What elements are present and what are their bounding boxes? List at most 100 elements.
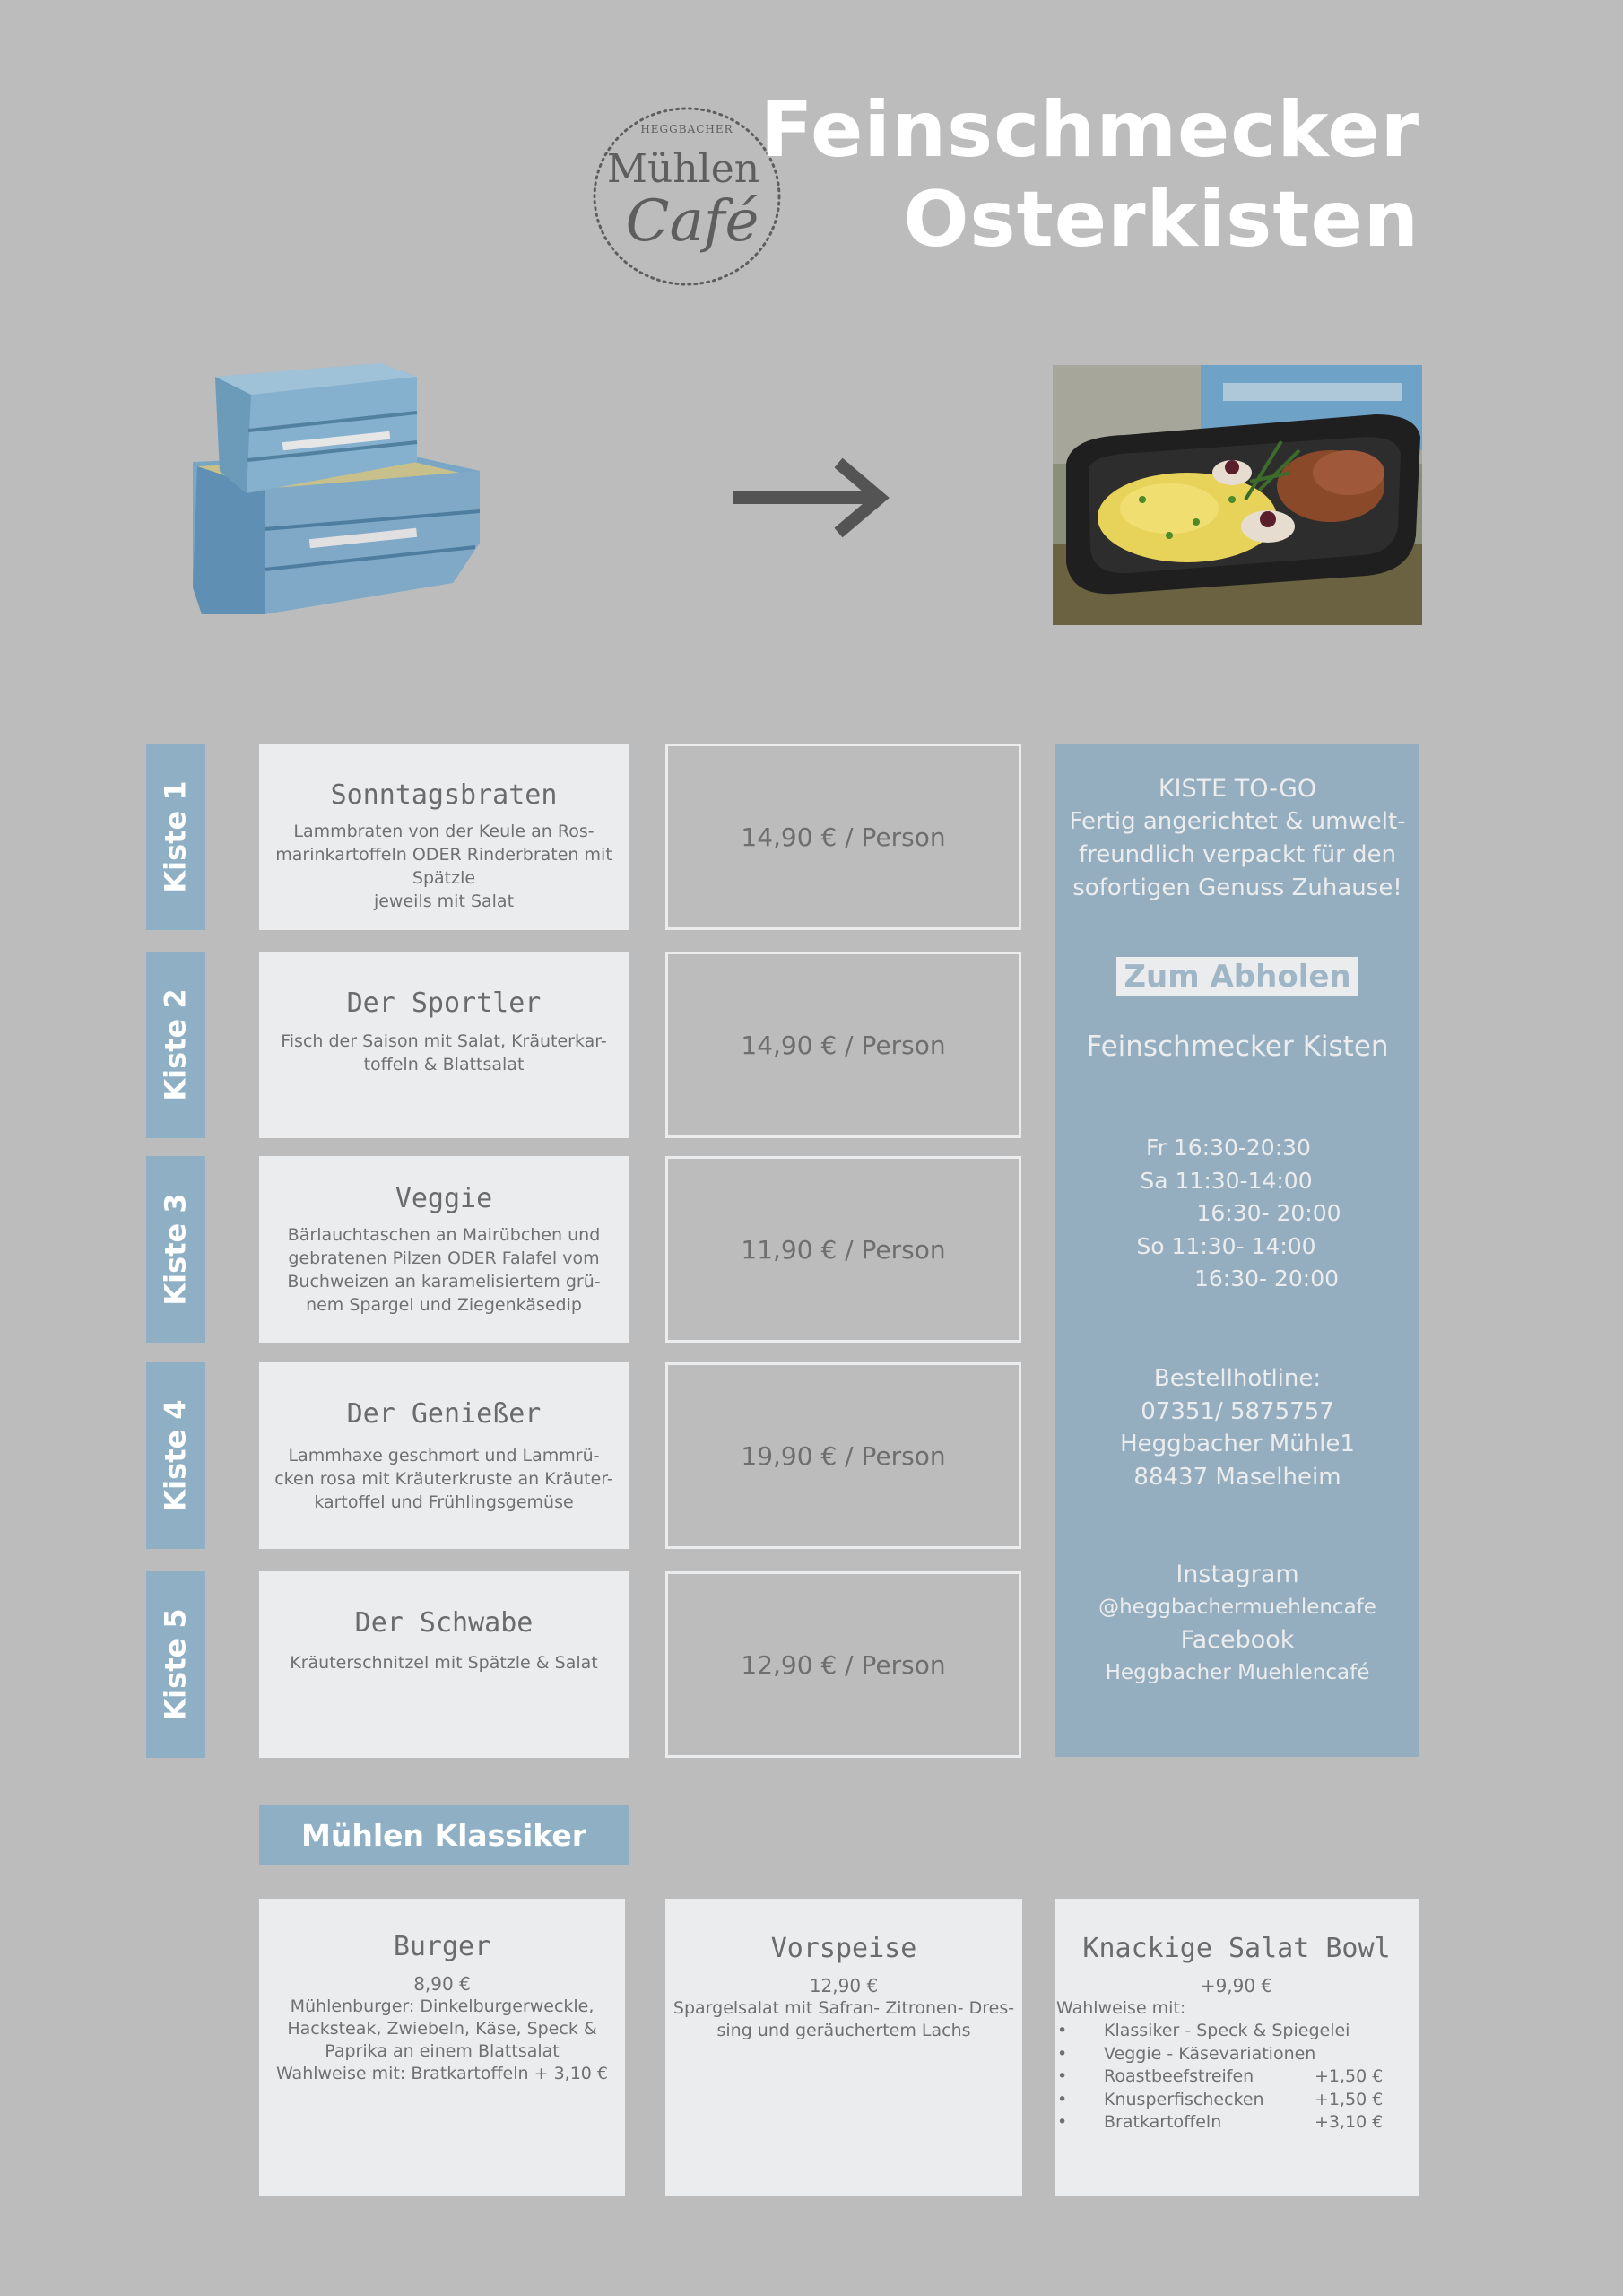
togo-line: Fertig angerichtet & umwelt- <box>1069 808 1406 835</box>
burger-price: 8,90 € <box>413 1973 471 1995</box>
salat-bowl-box: Knackige Salat Bowl +9,90 € Wahlweise mi… <box>1055 1899 1419 2196</box>
info-panel: KISTE TO-GO Fertig angerichtet & umwelt-… <box>1055 744 1419 1757</box>
salat-bowl-price: +9,90 € <box>1200 1975 1273 1996</box>
salat-option: Veggie - Käsevariationen <box>1055 2043 1419 2066</box>
kiste-4-price: 19,90 € / Person <box>665 1362 1021 1549</box>
kiste-2-label: Kiste 2 <box>159 988 193 1101</box>
kiste-4-description: Der Genießer Lammhaxe geschmort und Lamm… <box>259 1362 629 1549</box>
kiste-5-description: Der Schwabe Kräuterschnitzel mit Spätzle… <box>259 1571 629 1758</box>
kiste-1-price-text: 14,90 € / Person <box>741 822 946 852</box>
kiste-4-name: Der Genießer <box>346 1398 542 1430</box>
pickup-badge: Zum Abholen <box>1116 957 1358 996</box>
logo-line2: Café <box>626 188 759 255</box>
burger-name: Burger <box>393 1931 491 1962</box>
vorspeise-box: Vorspeise 12,90 € Spargelsalat mit Safra… <box>665 1899 1022 2196</box>
kiste-1-label: Kiste 1 <box>159 780 193 893</box>
kiste-1-price: 14,90 € / Person <box>665 744 1021 930</box>
city-address: 88437 Maselheim <box>1133 1463 1341 1491</box>
vorspeise-name: Vorspeise <box>770 1933 917 1964</box>
street-address: Heggbacher Mühle1 <box>1120 1431 1355 1457</box>
instagram-label: Instagram <box>1176 1561 1299 1588</box>
kiste-3-line: Bärlauchtaschen an Mairübchen und <box>287 1225 601 1245</box>
opening-hours: Fr 16:30-20:30 Sa 11:30-14:00 16:30- 20:… <box>1055 1132 1419 1296</box>
kiste-3-name: Veggie <box>395 1183 493 1214</box>
salat-option: Klassiker - Speck & Spiegelei <box>1055 2020 1419 2043</box>
salat-option: Bratkartoffeln +3,10 € <box>1055 2111 1419 2135</box>
salat-option-label: Klassiker - Speck & Spiegelei <box>1104 2021 1350 2040</box>
kiste-3-label: Kiste 3 <box>159 1193 193 1306</box>
kiste-2-line: Fisch der Saison mit Salat, Kräuterkar- <box>281 1031 607 1051</box>
burger-line: Hacksteak, Zwiebeln, Käse, Speck & <box>287 2019 597 2039</box>
logo-top-text: HEGGBACHER <box>640 123 733 135</box>
burger-box: Burger 8,90 € Mühlenburger: Dinkelburger… <box>259 1899 625 2196</box>
kiste-4-price-text: 19,90 € / Person <box>741 1440 946 1471</box>
kiste-3-line: gebratenen Pilzen ODER Falafel vom <box>288 1248 600 1268</box>
social-block: Instagram @heggbachermuehlencafe Faceboo… <box>1055 1558 1419 1689</box>
salat-bowl-options: Klassiker - Speck & Spiegelei Veggie - K… <box>1055 2020 1419 2135</box>
arrow-right-icon <box>733 457 890 538</box>
contact-block: Bestellhotline: 07351/ 5875757 Heggbache… <box>1055 1362 1419 1493</box>
kiste-1-name: Sonntagsbraten <box>330 779 558 811</box>
vorspeise-price: 12,90 € <box>809 1975 879 1996</box>
salat-option: Knusperfischecken +1,50 € <box>1055 2089 1419 2112</box>
hours-line: 16:30- 20:00 <box>1193 1265 1340 1292</box>
kiste-3-line: nem Spargel und Ziegenkäsedip <box>306 1295 582 1315</box>
facebook-label: Facebook <box>1180 1626 1295 1654</box>
kiste-5-price-text: 12,90 € / Person <box>741 1649 946 1680</box>
kiste-1-line: Lammbraten von der Keule an Ros- <box>293 822 595 841</box>
title-line-2: Osterkisten <box>903 175 1419 265</box>
kiste-2-price: 14,90 € / Person <box>665 952 1021 1138</box>
salat-option-label: Knusperfischecken <box>1104 2089 1264 2109</box>
kiste-2-price-text: 14,90 € / Person <box>741 1030 946 1060</box>
kiste-5-name: Der Schwabe <box>354 1607 534 1639</box>
kiste-5-label: Kiste 5 <box>159 1608 193 1721</box>
kiste-4-line: Lammhaxe geschmort und Lammrü- <box>288 1446 600 1465</box>
hours-line: So 11:30- 14:00 <box>1136 1232 1316 1259</box>
kiste-4-tab: Kiste 4 <box>146 1362 205 1549</box>
food-dish-image <box>1053 365 1422 625</box>
vorspeise-line: sing und geräuchertem Lachs <box>716 2021 971 2040</box>
kiste-3-tab: Kiste 3 <box>146 1156 205 1343</box>
phone-number[interactable]: 07351/ 5875757 <box>1141 1397 1334 1425</box>
kiste-2-tab: Kiste 2 <box>146 952 205 1138</box>
salat-option-extra: +3,10 € <box>1315 2112 1384 2132</box>
kiste-5-line: Kräuterschnitzel mit Spätzle & Salat <box>290 1653 598 1673</box>
vorspeise-line: Spargelsalat mit Safran- Zitronen- Dres- <box>673 1998 1015 2018</box>
hotline-label: Bestellhotline: <box>1153 1365 1322 1392</box>
salat-option-label: Bratkartoffeln <box>1104 2112 1222 2132</box>
burger-line: Mühlenburger: Dinkelburgerweckle, <box>290 1996 595 2016</box>
salat-bowl-name: Knackige Salat Bowl <box>1082 1933 1391 1964</box>
kiste-1-line: jeweils mit Salat <box>373 891 515 911</box>
instagram-handle[interactable]: @heggbachermuehlencafe <box>1098 1596 1376 1619</box>
title-line-1: Feinschmecker <box>759 85 1419 175</box>
kiste-3-line: Buchweizen an karamelisiertem grü- <box>287 1272 601 1292</box>
kiste-5-price: 12,90 € / Person <box>665 1571 1021 1758</box>
muehlen-cafe-logo: HEGGBACHER Mühlen Café <box>593 107 781 286</box>
hours-line: Fr 16:30-20:30 <box>1146 1135 1311 1161</box>
salat-option-extra: +1,50 € <box>1315 2089 1384 2109</box>
facebook-name[interactable]: Heggbacher Muehlencafé <box>1105 1661 1370 1684</box>
salat-option-label: Roastbeefstreifen <box>1104 2066 1254 2086</box>
kiste-2-line: toffeln & Blattsalat <box>363 1055 525 1074</box>
kiste-2-name: Der Sportler <box>346 987 542 1019</box>
burger-line: Wahlweise mit: Bratkartoffeln + 3,10 € <box>275 2064 609 2083</box>
kiste-1-line: Spätzle <box>412 868 476 888</box>
kiste-1-line: marinkartoffeln ODER Rinderbraten mit <box>275 845 612 865</box>
page-title: Feinschmecker Osterkisten <box>760 85 1419 265</box>
kiste-4-line: cken rosa mit Kräuterkruste an Kräuter- <box>274 1469 613 1489</box>
togo-line: sofortigen Genuss Zuhause! <box>1072 874 1402 901</box>
togo-title: KISTE TO-GO <box>1158 775 1317 803</box>
klassiker-heading-text: Mühlen Klassiker <box>301 1817 586 1853</box>
kisten-title: Feinschmecker Kisten <box>1086 1031 1389 1063</box>
kiste-3-price-text: 11,90 € / Person <box>741 1234 946 1265</box>
kiste-2-description: Der Sportler Fisch der Saison mit Salat,… <box>259 952 629 1138</box>
salat-option-extra: +1,50 € <box>1315 2066 1384 2086</box>
kiste-1-description: Sonntagsbraten Lammbraten von der Keule … <box>259 744 629 930</box>
kiste-1-tab: Kiste 1 <box>146 744 205 930</box>
kiste-5-tab: Kiste 5 <box>146 1571 205 1758</box>
salat-option: Roastbeefstreifen +1,50 € <box>1055 2066 1419 2089</box>
kiste-4-label: Kiste 4 <box>159 1399 193 1512</box>
hours-line: 16:30- 20:00 <box>1196 1200 1341 1226</box>
hours-line: Sa 11:30-14:00 <box>1140 1167 1313 1194</box>
kiste-4-line: kartoffel und Frühlingsgemüse <box>314 1492 574 1512</box>
